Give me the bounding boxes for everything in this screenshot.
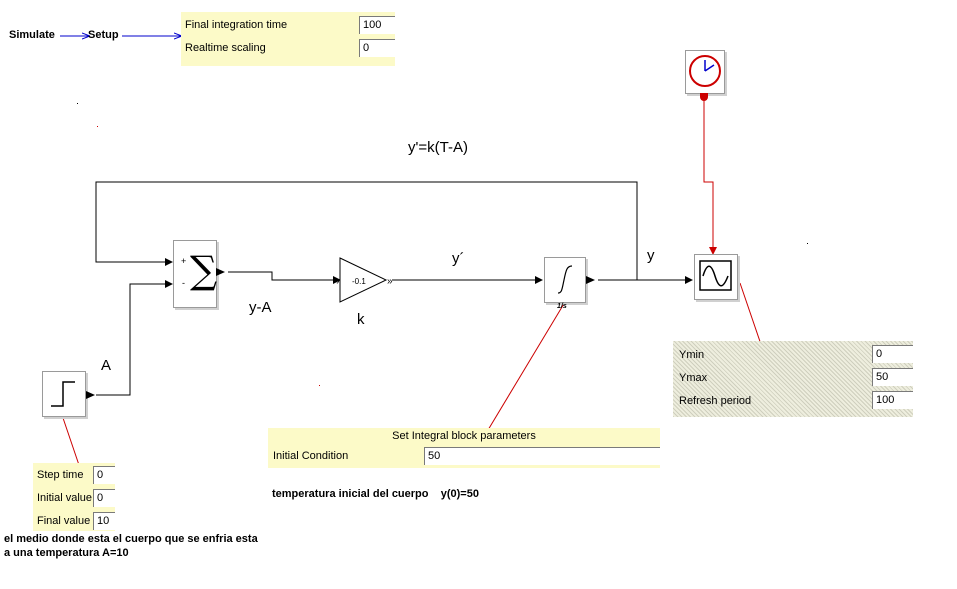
ymax-label: Ymax bbox=[679, 372, 708, 384]
initial-condition-field[interactable]: 50 bbox=[424, 447, 660, 465]
sum-output-port bbox=[216, 268, 225, 276]
sum-minus-sign: - bbox=[182, 278, 185, 288]
integral-output-port bbox=[586, 276, 595, 284]
sum-block[interactable]: + - ∑ bbox=[173, 240, 217, 308]
feedback-wire bbox=[95, 181, 638, 280]
integral-caption: 1/s bbox=[557, 303, 567, 310]
ymax-field[interactable]: 50 bbox=[872, 368, 913, 386]
integral-params-panel: Set Integral block parameters Initial Co… bbox=[268, 428, 660, 468]
refresh-period-label: Refresh period bbox=[679, 395, 752, 407]
gain-in-port: » bbox=[336, 276, 340, 287]
step-icon bbox=[51, 381, 75, 407]
equation-label: y'=k(T-A) bbox=[408, 139, 468, 156]
step-time-label: Step time bbox=[37, 469, 84, 481]
medium-note-line1: el medio donde esta el cuerpo que se enf… bbox=[4, 533, 258, 545]
step-block[interactable] bbox=[42, 371, 86, 417]
ymin-label: Ymin bbox=[679, 349, 705, 361]
initial-value-field[interactable]: 0 bbox=[93, 489, 115, 507]
sum-plus-sign: + bbox=[181, 256, 187, 266]
scope-params-panel: Ymin 0 Ymax 50 Refresh period 100 bbox=[673, 341, 913, 417]
initial-condition-label: Initial Condition bbox=[273, 450, 349, 462]
gain-block[interactable]: -0.1 » » bbox=[336, 256, 396, 306]
final-time-field[interactable]: 100 bbox=[359, 16, 395, 34]
setup-panel: Final integration time 100 Realtime scal… bbox=[181, 12, 395, 66]
integral-block[interactable] bbox=[544, 257, 586, 303]
signal-label-k: k bbox=[357, 311, 365, 328]
clock-event-wire bbox=[703, 97, 717, 255]
clock-block[interactable] bbox=[685, 50, 725, 94]
step-leader-line bbox=[61, 414, 81, 469]
gain-out-port: » bbox=[387, 276, 393, 287]
menu-simulate[interactable]: Simulate bbox=[9, 29, 55, 41]
scope-icon bbox=[699, 260, 732, 291]
ymin-field[interactable]: 0 bbox=[872, 345, 913, 363]
step-time-field[interactable]: 0 bbox=[93, 466, 115, 484]
signal-label-y: y bbox=[647, 247, 655, 264]
integral-params-title: Set Integral block parameters bbox=[392, 430, 536, 442]
initial-temp-note: temperatura inicial del cuerpo y(0)=50 bbox=[272, 488, 479, 500]
clock-icon bbox=[689, 55, 721, 87]
menu-setup[interactable]: Setup bbox=[88, 29, 119, 41]
refresh-period-field[interactable]: 100 bbox=[872, 391, 913, 409]
integral-icon bbox=[557, 265, 573, 294]
step-wire bbox=[96, 280, 173, 396]
sigma-icon: ∑ bbox=[190, 248, 218, 292]
step-params-panel: Step time 0 Initial value 0 Final value … bbox=[33, 463, 115, 531]
integral-leader-line bbox=[481, 301, 566, 441]
final-time-label: Final integration time bbox=[185, 19, 288, 31]
initial-value-label: Initial value bbox=[37, 492, 93, 504]
signal-label-y-minus-a: y-A bbox=[249, 299, 272, 316]
final-value-field[interactable]: 10 bbox=[93, 512, 115, 530]
realtime-scaling-label: Realtime scaling bbox=[185, 42, 266, 54]
sum-to-gain-wire bbox=[228, 271, 341, 284]
final-value-label: Final value bbox=[37, 515, 91, 527]
gain-value: -0.1 bbox=[352, 277, 366, 286]
signal-label-a: A bbox=[101, 357, 112, 374]
signal-label-y-prime: y´ bbox=[452, 250, 465, 267]
realtime-scaling-field[interactable]: 0 bbox=[359, 39, 395, 57]
medium-note-line2: a una temperatura A=10 bbox=[4, 547, 129, 559]
clock-event-port bbox=[700, 93, 708, 101]
step-output-port bbox=[86, 391, 95, 399]
scope-block[interactable] bbox=[694, 254, 738, 300]
